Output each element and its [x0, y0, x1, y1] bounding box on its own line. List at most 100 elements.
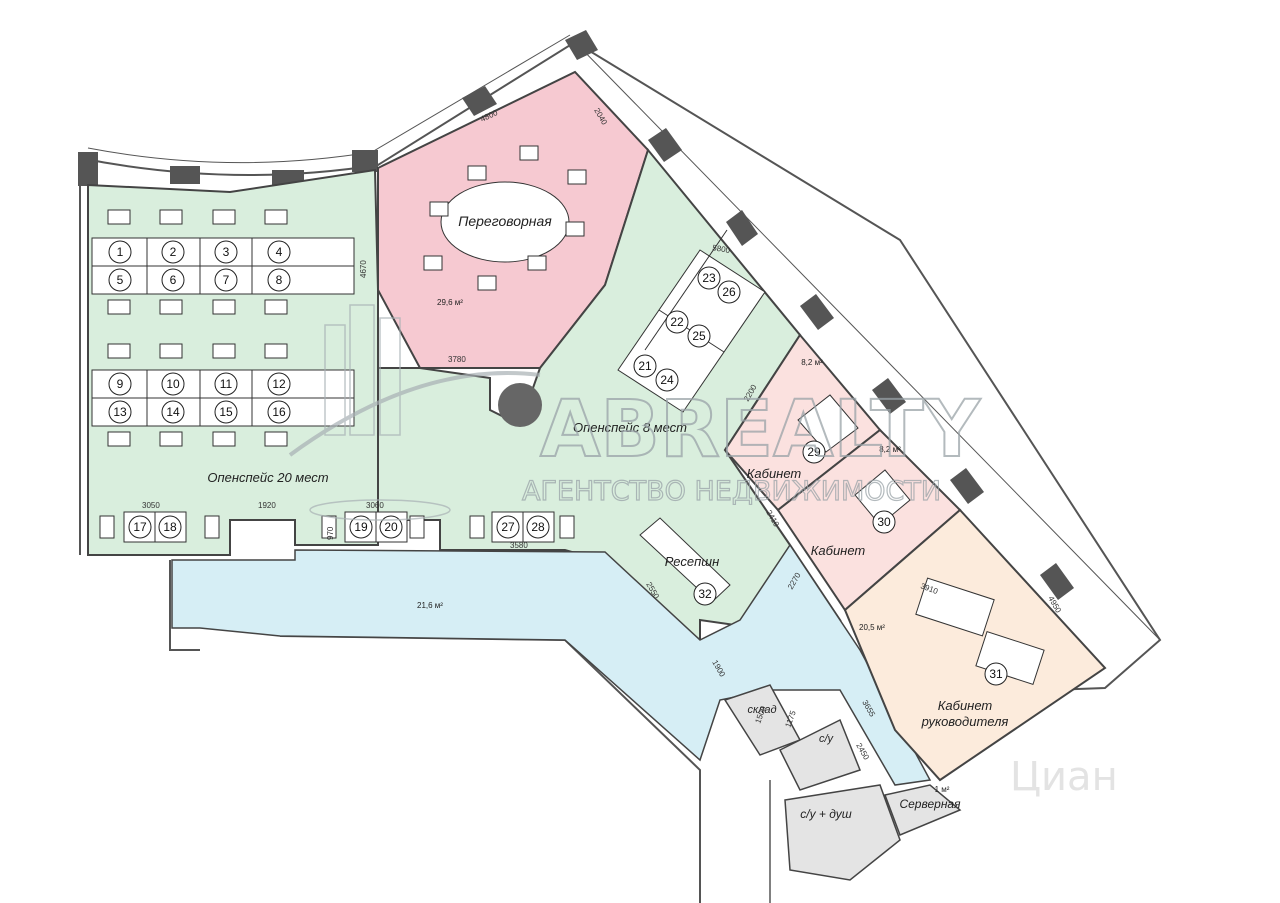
office-29-label: Кабинет: [747, 466, 802, 481]
workplace-number: 1: [117, 245, 124, 259]
dim-3050: 3050: [142, 501, 160, 510]
meeting-room-label: Переговорная: [458, 213, 552, 229]
column: [498, 383, 542, 427]
workplace-marker: [108, 240, 132, 264]
workplace-number: 32: [698, 587, 712, 601]
workplace-marker: [379, 515, 403, 539]
workplace-marker: [108, 268, 132, 292]
workplace-marker: [526, 515, 550, 539]
watermark-brand: ABREALTY: [540, 385, 982, 475]
workplace-number: 7: [223, 273, 230, 287]
workplace-marker: [687, 324, 711, 348]
workplace-marker: [655, 368, 679, 392]
workplace-marker: [802, 440, 826, 464]
workplace-number: 23: [702, 271, 716, 285]
workplace-marker: [214, 268, 238, 292]
dim-5800: 5800: [712, 243, 732, 255]
director-office-area-value: 20,5 м²: [859, 623, 885, 632]
workplace-marker: [697, 266, 721, 290]
corridor-area-value: 21,6 м²: [417, 601, 443, 610]
watermark-tagline: АГЕНТСТВО НЕДВИЖИМОСТИ: [522, 476, 941, 507]
workplace-number: 30: [877, 515, 891, 529]
workplace-number: 28: [531, 520, 545, 534]
workplace-marker: [349, 515, 373, 539]
workplace-number: 24: [660, 373, 674, 387]
storage-label: склад: [747, 704, 776, 716]
workplace-marker: [496, 515, 520, 539]
workplace-number: 13: [113, 405, 127, 419]
watermark-logo-icon: [288, 304, 541, 521]
workplace-number: 12: [272, 377, 286, 391]
openspace-20-area: [87, 168, 379, 556]
director-office-label-1: Кабинет: [938, 698, 993, 713]
workplace-marker: [108, 372, 132, 396]
dim-3780: 3780: [448, 355, 466, 364]
office-29-area-value: 8,2 м²: [801, 358, 823, 367]
workplace-marker: [161, 372, 185, 396]
director-office-area: [843, 508, 1107, 782]
workplace-number: 3: [223, 245, 230, 259]
workplace-marker: [267, 400, 291, 424]
dim-1920: 1920: [258, 501, 276, 510]
workplace-number: 4: [276, 245, 283, 259]
workplace-marker: [267, 240, 291, 264]
workplace-number: 15: [219, 405, 233, 419]
workplace-number: 6: [170, 273, 177, 287]
office-30-area-value: 8,2 м²: [879, 445, 901, 454]
workplace-marker: [214, 400, 238, 424]
workplace-number: 27: [501, 520, 515, 534]
chairs-left: [99, 209, 575, 539]
openspace-20-label: Опенспейс 20 мест: [207, 470, 328, 485]
server-label: Серверная: [899, 797, 961, 811]
dim-3060: 3060: [366, 501, 384, 510]
workplace-number: 29: [807, 445, 821, 459]
workplace-marker: [214, 372, 238, 396]
wc-shower-label: с/у + душ: [800, 807, 852, 821]
workplace-number: 2: [170, 245, 177, 259]
workplace-marker: [665, 310, 689, 334]
server-area: [883, 784, 962, 836]
dim-1175: 1175: [783, 709, 798, 729]
watermark-cian: Циан: [1010, 754, 1118, 800]
workplace-marker: [161, 268, 185, 292]
wc-shower-area: [784, 784, 901, 881]
workplace-marker: [633, 354, 657, 378]
wc-label: с/у: [819, 733, 835, 745]
workplace-number: 10: [166, 377, 180, 391]
dim-3580: 3580: [510, 541, 528, 550]
workplace-marker: [267, 372, 291, 396]
workplace-number: 17: [133, 520, 147, 534]
window-piers: [78, 30, 1074, 600]
workplace-number: 14: [166, 405, 180, 419]
director-office-label-2: руководителя: [921, 714, 1009, 729]
reception-desk: [639, 517, 731, 603]
workplace-number: 8: [276, 273, 283, 287]
workplace-number: 5: [117, 273, 124, 287]
workplace-number: 26: [722, 285, 736, 299]
workplace-number: 9: [117, 377, 124, 391]
workplace-marker: [693, 582, 717, 606]
workplace-marker: [158, 515, 182, 539]
server-area-value: 1 м²: [935, 785, 950, 794]
meeting-table: [423, 145, 587, 291]
workplace-marker: [267, 268, 291, 292]
workplace-marker: [872, 510, 896, 534]
dim-2450: 2450: [854, 742, 871, 762]
workplace-number: 16: [272, 405, 286, 419]
workplace-number: 25: [692, 329, 706, 343]
workplace-marker: [108, 400, 132, 424]
wc-area: [778, 718, 861, 791]
workplace-marker: [161, 400, 185, 424]
workplace-number: 21: [638, 359, 652, 373]
workplace-marker: [717, 280, 741, 304]
workplace-number: 31: [989, 667, 1003, 681]
workplace-number: 11: [220, 377, 233, 391]
workplace-number: 20: [384, 520, 398, 534]
dim-970: 970: [326, 526, 335, 540]
workplace-number: 22: [670, 315, 684, 329]
workplace-marker: [128, 515, 152, 539]
workplace-marker: [984, 662, 1008, 686]
workplace-number: 19: [354, 520, 368, 534]
